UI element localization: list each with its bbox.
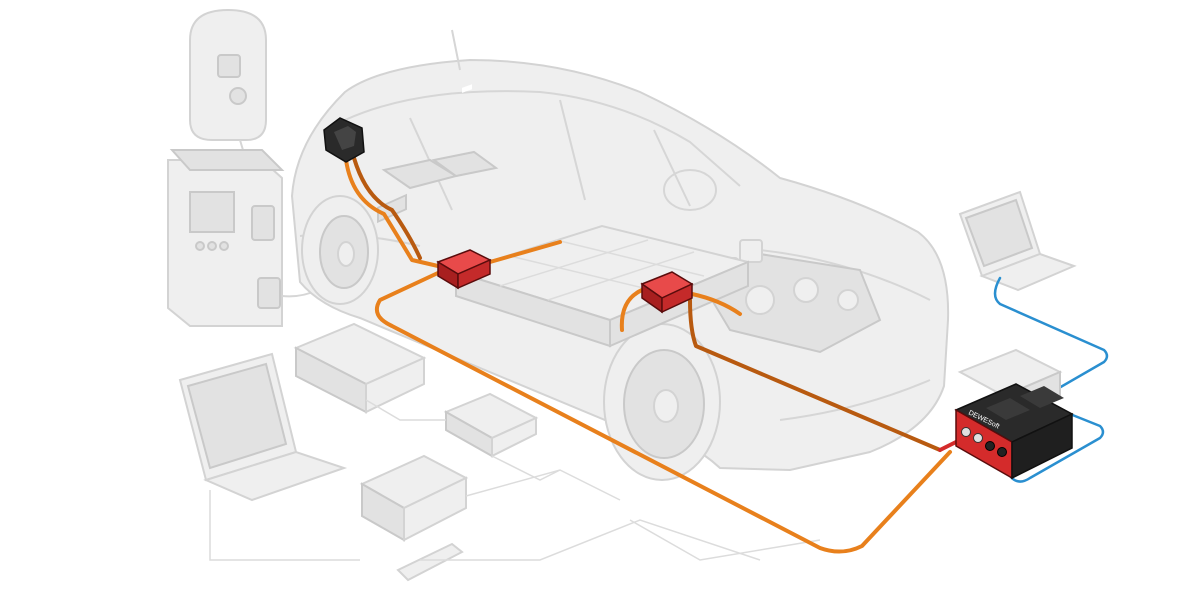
daq-device-icon bbox=[362, 456, 466, 540]
laptop-icon bbox=[960, 192, 1074, 290]
rear-wheel-icon bbox=[302, 196, 378, 304]
daq-device-icon: DEWESoft bbox=[956, 350, 1072, 478]
interface-module-icon bbox=[446, 394, 536, 456]
usb-adapter-icon bbox=[398, 544, 462, 580]
